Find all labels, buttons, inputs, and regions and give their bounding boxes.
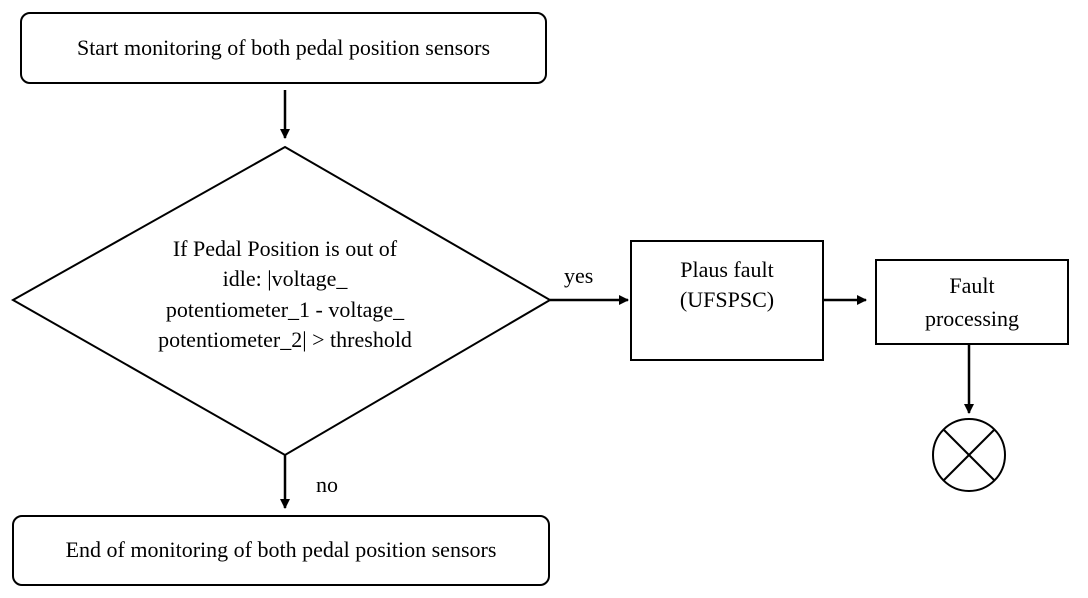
start-box [20, 12, 547, 84]
plaus-fault-box [630, 240, 824, 361]
decision-line-1: If Pedal Position is out of [172, 236, 398, 261]
yes-label: yes [564, 263, 594, 288]
fault-processing-line-2: processing [924, 306, 1020, 331]
no-label: no [316, 472, 338, 497]
decision-line-4: potentiometer_2| > threshold [158, 327, 412, 352]
plaus-fault-line-2: (UFSPSC) [679, 287, 775, 312]
circle-cross-icon [932, 418, 1006, 492]
plaus-fault-line-1: Plaus fault [680, 257, 774, 282]
end-label: End of monitoring of both pedal position… [65, 537, 497, 562]
end-box [12, 515, 550, 586]
start-label: Start monitoring of both pedal position … [76, 35, 491, 60]
decision-line-2: idle: |voltage_ [222, 266, 348, 291]
decision-line-3: potentiometer_1 - voltage_ [165, 297, 405, 322]
fault-processing-line-1: Fault [949, 273, 995, 298]
fault-processing-box [875, 259, 1069, 345]
